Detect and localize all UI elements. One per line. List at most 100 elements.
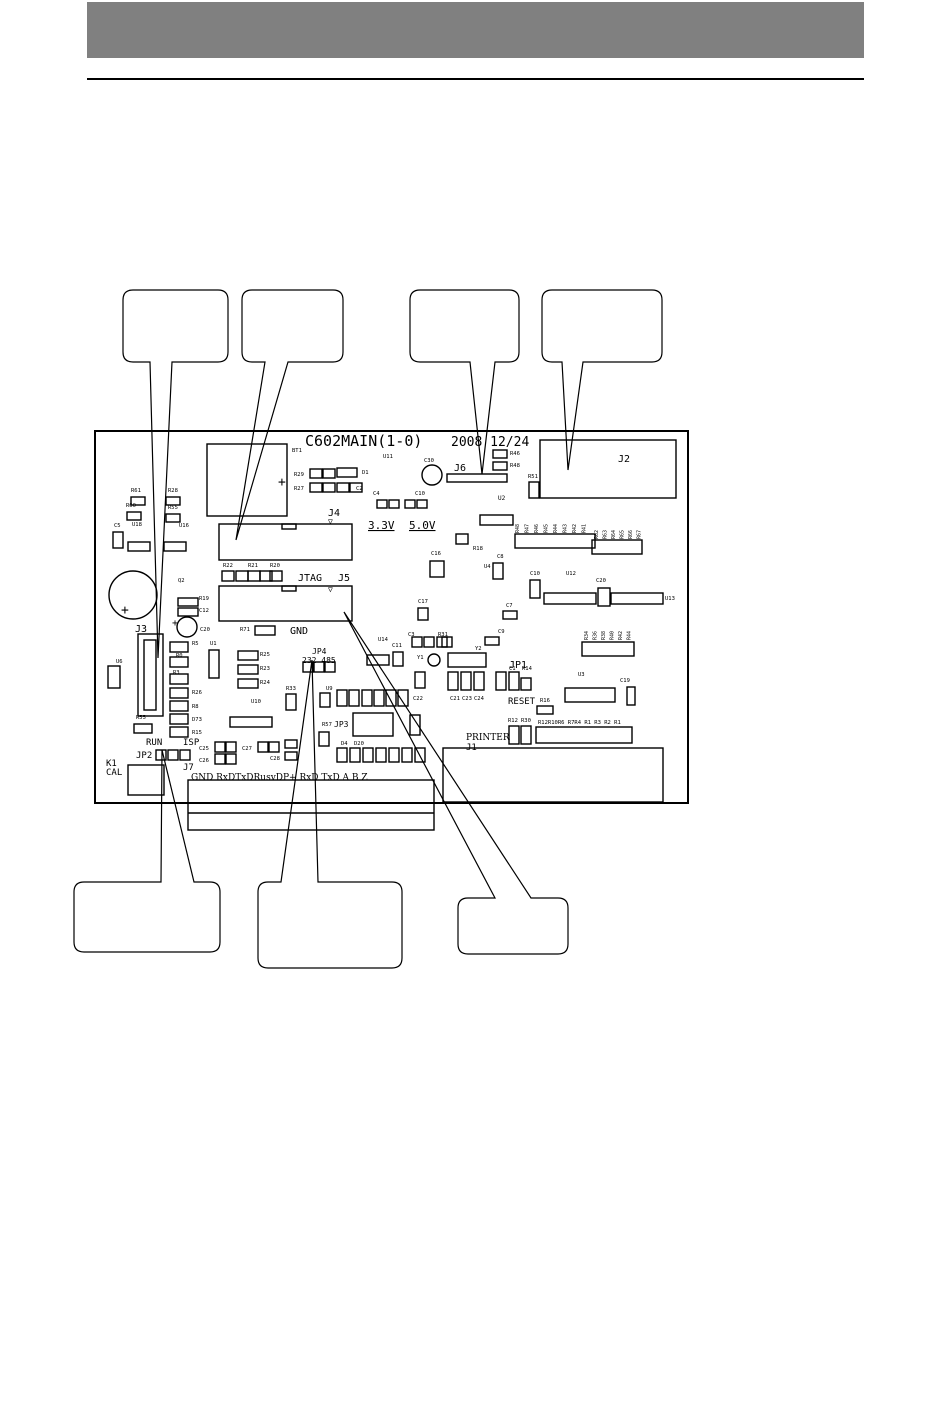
component-label: R55 (168, 505, 178, 511)
stack-resistor-label: R48 (515, 524, 521, 533)
component-label: U4 (484, 564, 491, 570)
callout-4 (541, 289, 663, 471)
component-label: C26 (199, 758, 209, 764)
component-label: C27 (242, 746, 252, 752)
v50-label: 5.0V (409, 519, 436, 532)
component-label: C2 (356, 486, 363, 492)
component-label: R5 (192, 641, 199, 647)
component-label: C21 (450, 696, 460, 702)
component-label: R26 (192, 690, 202, 696)
component-label: R57 (322, 722, 332, 728)
callout-1 (122, 289, 229, 659)
u2-label: U2 (498, 495, 506, 502)
stack-resistor-label: R40 (610, 631, 616, 640)
reset-label: RESET (508, 697, 536, 707)
jp4-modes: 232 485 (302, 656, 336, 665)
component-label: R31 (438, 632, 448, 638)
component-label: U14 (378, 637, 389, 643)
jp3-label: JP3 (334, 720, 349, 729)
stack-resistor-label: R62 (594, 530, 600, 539)
bottom-pin-labels: GND RxDTxDRusvDP+ RxD TxD A B Z (191, 773, 368, 783)
component-label: R23 (260, 666, 270, 672)
resistor-row-bottom: R12R10R6 R7R4 R1 R3 R2 R1 (538, 720, 621, 726)
component-label: R24 (260, 680, 271, 686)
component-label: R28 (168, 488, 178, 494)
j1-connector (442, 747, 664, 803)
component-label: R21 (248, 563, 258, 569)
capacitor-plus-sign: + (121, 603, 129, 618)
component-label: C17 (418, 599, 428, 605)
cal-label: CAL (106, 768, 122, 778)
component-label: C12 (199, 608, 209, 614)
component-label: U9 (326, 686, 333, 692)
bottom-connector (187, 779, 435, 831)
component-label: U10 (251, 699, 261, 705)
capacitor-plus-sign-2: + (172, 618, 178, 629)
run-label: RUN (146, 738, 162, 748)
j4-pin1-marker: ▽ (328, 517, 333, 526)
callout-6 (257, 659, 403, 969)
component-label: C7 (506, 603, 513, 609)
k1-label: K1 (106, 759, 117, 769)
stack-resistor-label: R41 (582, 524, 588, 533)
component-label: C3 (408, 632, 415, 638)
component-label: C10 (530, 571, 540, 577)
j5-pin1-marker: ▽ (328, 585, 333, 594)
component-label: R16 (540, 698, 550, 704)
component-label: C4 (373, 491, 380, 497)
stack-resistor-label: R65 (620, 530, 626, 539)
stack-resistor-label: R46 (534, 524, 540, 533)
stack-resistor-label: R66 (628, 530, 634, 539)
component-label: U1 (210, 641, 217, 647)
stack-resistor-label: R67 (637, 530, 643, 539)
component-label: C11 (392, 643, 402, 649)
component-label: R8 (192, 704, 199, 710)
stack-resistor-label: R64 (611, 530, 617, 539)
j3-label: J3 (135, 624, 147, 635)
j7-label: J7 (183, 763, 194, 773)
component-label: R22 (223, 563, 233, 569)
j2-label: J2 (618, 454, 630, 465)
j3-connector (137, 633, 164, 717)
battery-plus-sign: + (278, 475, 286, 490)
j5-label: J5 (338, 573, 350, 584)
component-label: R55 (136, 715, 146, 721)
component-label: Y2 (475, 646, 482, 652)
component-label: R33 (286, 686, 296, 692)
jp2-label: JP2 (136, 751, 152, 761)
callout-5 (73, 749, 221, 953)
v33-label: 3.3V (368, 519, 395, 532)
component-label: C5 (114, 523, 121, 529)
callout-3 (409, 289, 520, 475)
component-label: R61 (131, 488, 141, 494)
stack-resistor-label: R44 (627, 631, 633, 640)
component-label: C16 (431, 551, 441, 557)
component-label: R0 (176, 653, 183, 659)
isp-label: ISP (183, 738, 200, 748)
j4-label: J4 (328, 508, 340, 519)
callouts-bottom (73, 611, 569, 969)
component-label: R46 (510, 451, 520, 457)
component-label: R20 (270, 563, 280, 569)
jtag-label: JTAG (298, 573, 322, 584)
large-capacitor (108, 570, 158, 620)
component-label: R71 (240, 627, 250, 633)
component-label: R14 (522, 666, 533, 672)
component-label: D4 (341, 741, 348, 747)
component-label: C24 (474, 696, 485, 702)
callouts-top (122, 289, 663, 659)
component-label: U16 (179, 523, 189, 529)
j6-label: J6 (454, 463, 466, 474)
jp1-label: JP1 (509, 660, 527, 671)
component-label: C19 (620, 678, 630, 684)
component-label: C28 (270, 756, 280, 762)
component-label: R60 (126, 503, 136, 509)
component-label: C22 (413, 696, 423, 702)
component-label: C9 (498, 629, 505, 635)
component-label: R18 (473, 546, 483, 552)
stack-resistor-label: R63 (603, 530, 609, 539)
component-label: R29 (294, 472, 304, 478)
component-label: U13 (665, 596, 675, 602)
component-label: U12 (566, 571, 576, 577)
